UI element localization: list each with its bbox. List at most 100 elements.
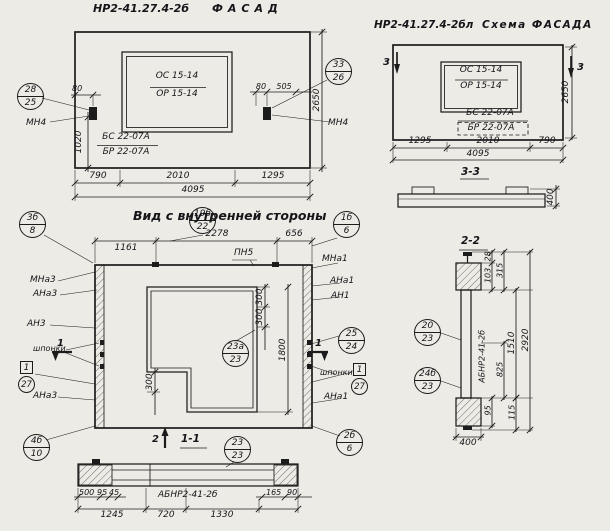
section-mark-3-right: 3 xyxy=(577,62,584,73)
dim-656: 656 xyxy=(285,229,303,239)
label-abnr-section22: АБНР2-41-2б xyxy=(477,329,487,383)
dim-2920: 2920 xyxy=(521,328,532,352)
label-an1: АН1 xyxy=(331,291,350,301)
section-mark-2: 2 xyxy=(152,434,159,445)
scheme-panel-mark-br: БР 22-07А xyxy=(467,123,515,133)
callout-19b-22: 19б 22 xyxy=(189,207,216,234)
callout-4b-10: 4б 10 xyxy=(23,434,50,461)
callout-23-23: 23 23 xyxy=(224,436,251,463)
callout-top: 33 xyxy=(326,59,351,72)
callout-23a-23: 23а 23 xyxy=(222,340,249,367)
scheme-opening-mark-or: ОР 15-14 xyxy=(460,81,502,91)
label-pn5: ПН5 xyxy=(234,248,254,258)
callout-bottom: 23 xyxy=(421,382,434,392)
inner-view-title: Вид с внутренней стороны xyxy=(133,208,327,223)
section-mark-1-left: 1 xyxy=(57,338,64,349)
callout-top: 20 xyxy=(415,320,440,333)
dim-720: 720 xyxy=(157,510,175,520)
dim-95-sec22: 95 xyxy=(483,405,493,416)
callout-top: 23 xyxy=(225,437,250,450)
section-mark-1-right: 1 xyxy=(315,338,322,349)
dim-2278: 2278 xyxy=(205,229,229,239)
callout-top: 25 xyxy=(339,328,364,341)
section-3-3-title: 3-3 xyxy=(461,166,480,178)
section-2-2-linework xyxy=(440,248,534,441)
inner-view-linework xyxy=(34,234,353,468)
section-1-1-title: 1-1 xyxy=(181,433,200,445)
callout-20-23: 20 23 xyxy=(414,319,441,346)
dim-1510: 1510 xyxy=(507,331,518,355)
dim-2650-scheme: 2650 xyxy=(561,80,572,104)
callout-24b-23: 24б 23 xyxy=(414,367,441,394)
facade-code: НР2-41.27.4-2б xyxy=(93,2,190,15)
callout-top: 2б xyxy=(337,430,362,443)
label-abnr-section11: АБНР2-41-2б xyxy=(158,490,218,500)
callout-28-25: 28 25 xyxy=(17,83,44,110)
callout-3b-8: 3б 8 xyxy=(19,211,46,238)
dim-2010: 2010 xyxy=(166,171,190,181)
callout-bottom: 10 xyxy=(30,449,43,459)
dim-1295: 1295 xyxy=(261,171,285,181)
dim-1800: 1800 xyxy=(278,338,289,362)
dim-400-sec22: 400 xyxy=(459,438,477,448)
opening-mark-os: ОС 15-14 xyxy=(155,71,199,81)
callout-1b-6: 1б 6 xyxy=(333,211,360,238)
callout-bottom: 8 xyxy=(29,226,36,236)
dim-315: 315 xyxy=(495,262,505,279)
dim-80-right: 80 xyxy=(255,82,267,91)
callout-bottom: 6 xyxy=(343,226,350,236)
dim-90: 90 xyxy=(287,488,298,497)
dim-1161: 1161 xyxy=(114,243,138,253)
anchor-label-mn4-left: МН4 xyxy=(26,118,47,128)
callout-bottom: 6 xyxy=(346,444,353,454)
anchor-label-mn4-right: МН4 xyxy=(328,118,349,128)
dim-1295-scheme: 1295 xyxy=(408,136,432,146)
mark-circle-27-right: 27 xyxy=(351,378,368,395)
callout-top: 28 xyxy=(18,84,43,97)
dim-2650-facade: 2650 xyxy=(312,88,323,112)
label-mna1: МНа1 xyxy=(322,254,348,264)
callout-25-24: 25 24 xyxy=(338,327,365,354)
callout-bottom: 22 xyxy=(196,222,209,232)
dim-2010-scheme: 2010 xyxy=(476,136,500,146)
dim-500: 500 xyxy=(79,488,95,497)
callout-33-26: 33 26 xyxy=(325,58,352,85)
dim-95: 95 xyxy=(97,488,108,497)
facade-title: ФАСАД xyxy=(212,2,283,15)
opening-mark-or: ОР 15-14 xyxy=(156,89,198,99)
section-mark-3-left: 3 xyxy=(383,57,390,68)
dim-45: 45 xyxy=(109,488,120,497)
dim-1245: 1245 xyxy=(100,510,124,520)
callout-bottom: 23 xyxy=(421,334,434,344)
dim-300-b: 300 xyxy=(255,308,266,326)
callout-bottom: 26 xyxy=(332,73,345,83)
dim-790-scheme: 790 xyxy=(538,136,556,146)
callout-2b-6: 2б 6 xyxy=(336,429,363,456)
dim-80-left: 80 xyxy=(72,84,83,93)
scheme-code: НР2-41.27.4-2бл xyxy=(374,19,474,31)
dim-4095-facade: 4095 xyxy=(181,185,205,195)
dim-300-c: 300 xyxy=(145,373,156,391)
callout-bottom: 23 xyxy=(231,451,244,461)
mark-circle-27-left: 27 xyxy=(18,376,35,393)
callout-top: 23а xyxy=(223,341,248,354)
label-shponki-right: шпонки xyxy=(320,368,353,377)
section-1-1-linework xyxy=(74,459,312,513)
dim-790: 790 xyxy=(89,171,107,181)
section-2-2-title: 2-2 xyxy=(461,235,480,247)
mark-square-1-left: 1 xyxy=(20,361,33,374)
dim-1330: 1330 xyxy=(210,510,234,520)
callout-bottom: 25 xyxy=(24,98,37,108)
scheme-title: Схема ФАСАДА xyxy=(482,19,593,31)
label-an3: АН3 xyxy=(27,319,46,329)
dim-825: 825 xyxy=(495,361,505,378)
label-ana1-top: АНа1 xyxy=(330,276,355,286)
panel-mark-bs: БС 22-07А xyxy=(102,132,150,142)
label-ana3-top: АНа3 xyxy=(33,289,58,299)
scheme-linework xyxy=(389,43,577,210)
mark-square-1-right: 1 xyxy=(353,363,366,376)
label-ana3-bottom: АНа3 xyxy=(33,391,58,401)
label-shponki-left: шпонки xyxy=(33,344,66,353)
facade-linework xyxy=(41,28,331,201)
